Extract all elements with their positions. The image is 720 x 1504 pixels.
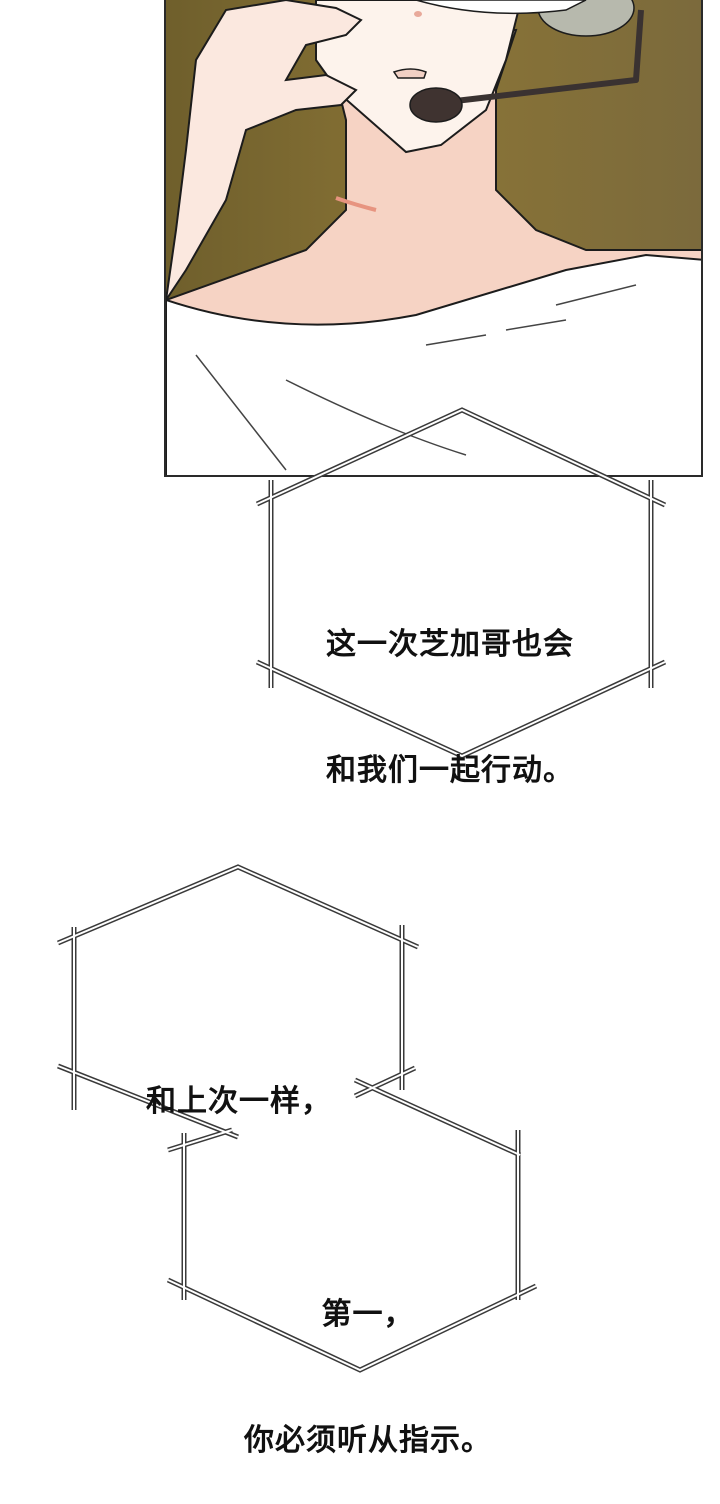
bubble-2-text: 和上次一样，: [146, 997, 332, 1165]
bubble-2-line-1: 和上次一样，: [146, 1084, 332, 1119]
bubble-3-text: 第一， 你必须听从指示。: [228, 1210, 508, 1504]
comic-panel: [164, 0, 703, 477]
bubble-3-line-2: 你必须听从指示。: [244, 1423, 492, 1458]
panel-illustration: [166, 0, 701, 475]
bubble-3-line-1: 第一，: [321, 1297, 415, 1332]
bubble-1-text: 这一次芝加哥也会 和我们一起行动。: [326, 540, 574, 834]
bubble-1-line-2: 和我们一起行动。: [326, 753, 574, 788]
bubble-1-line-1: 这一次芝加哥也会: [326, 627, 574, 662]
